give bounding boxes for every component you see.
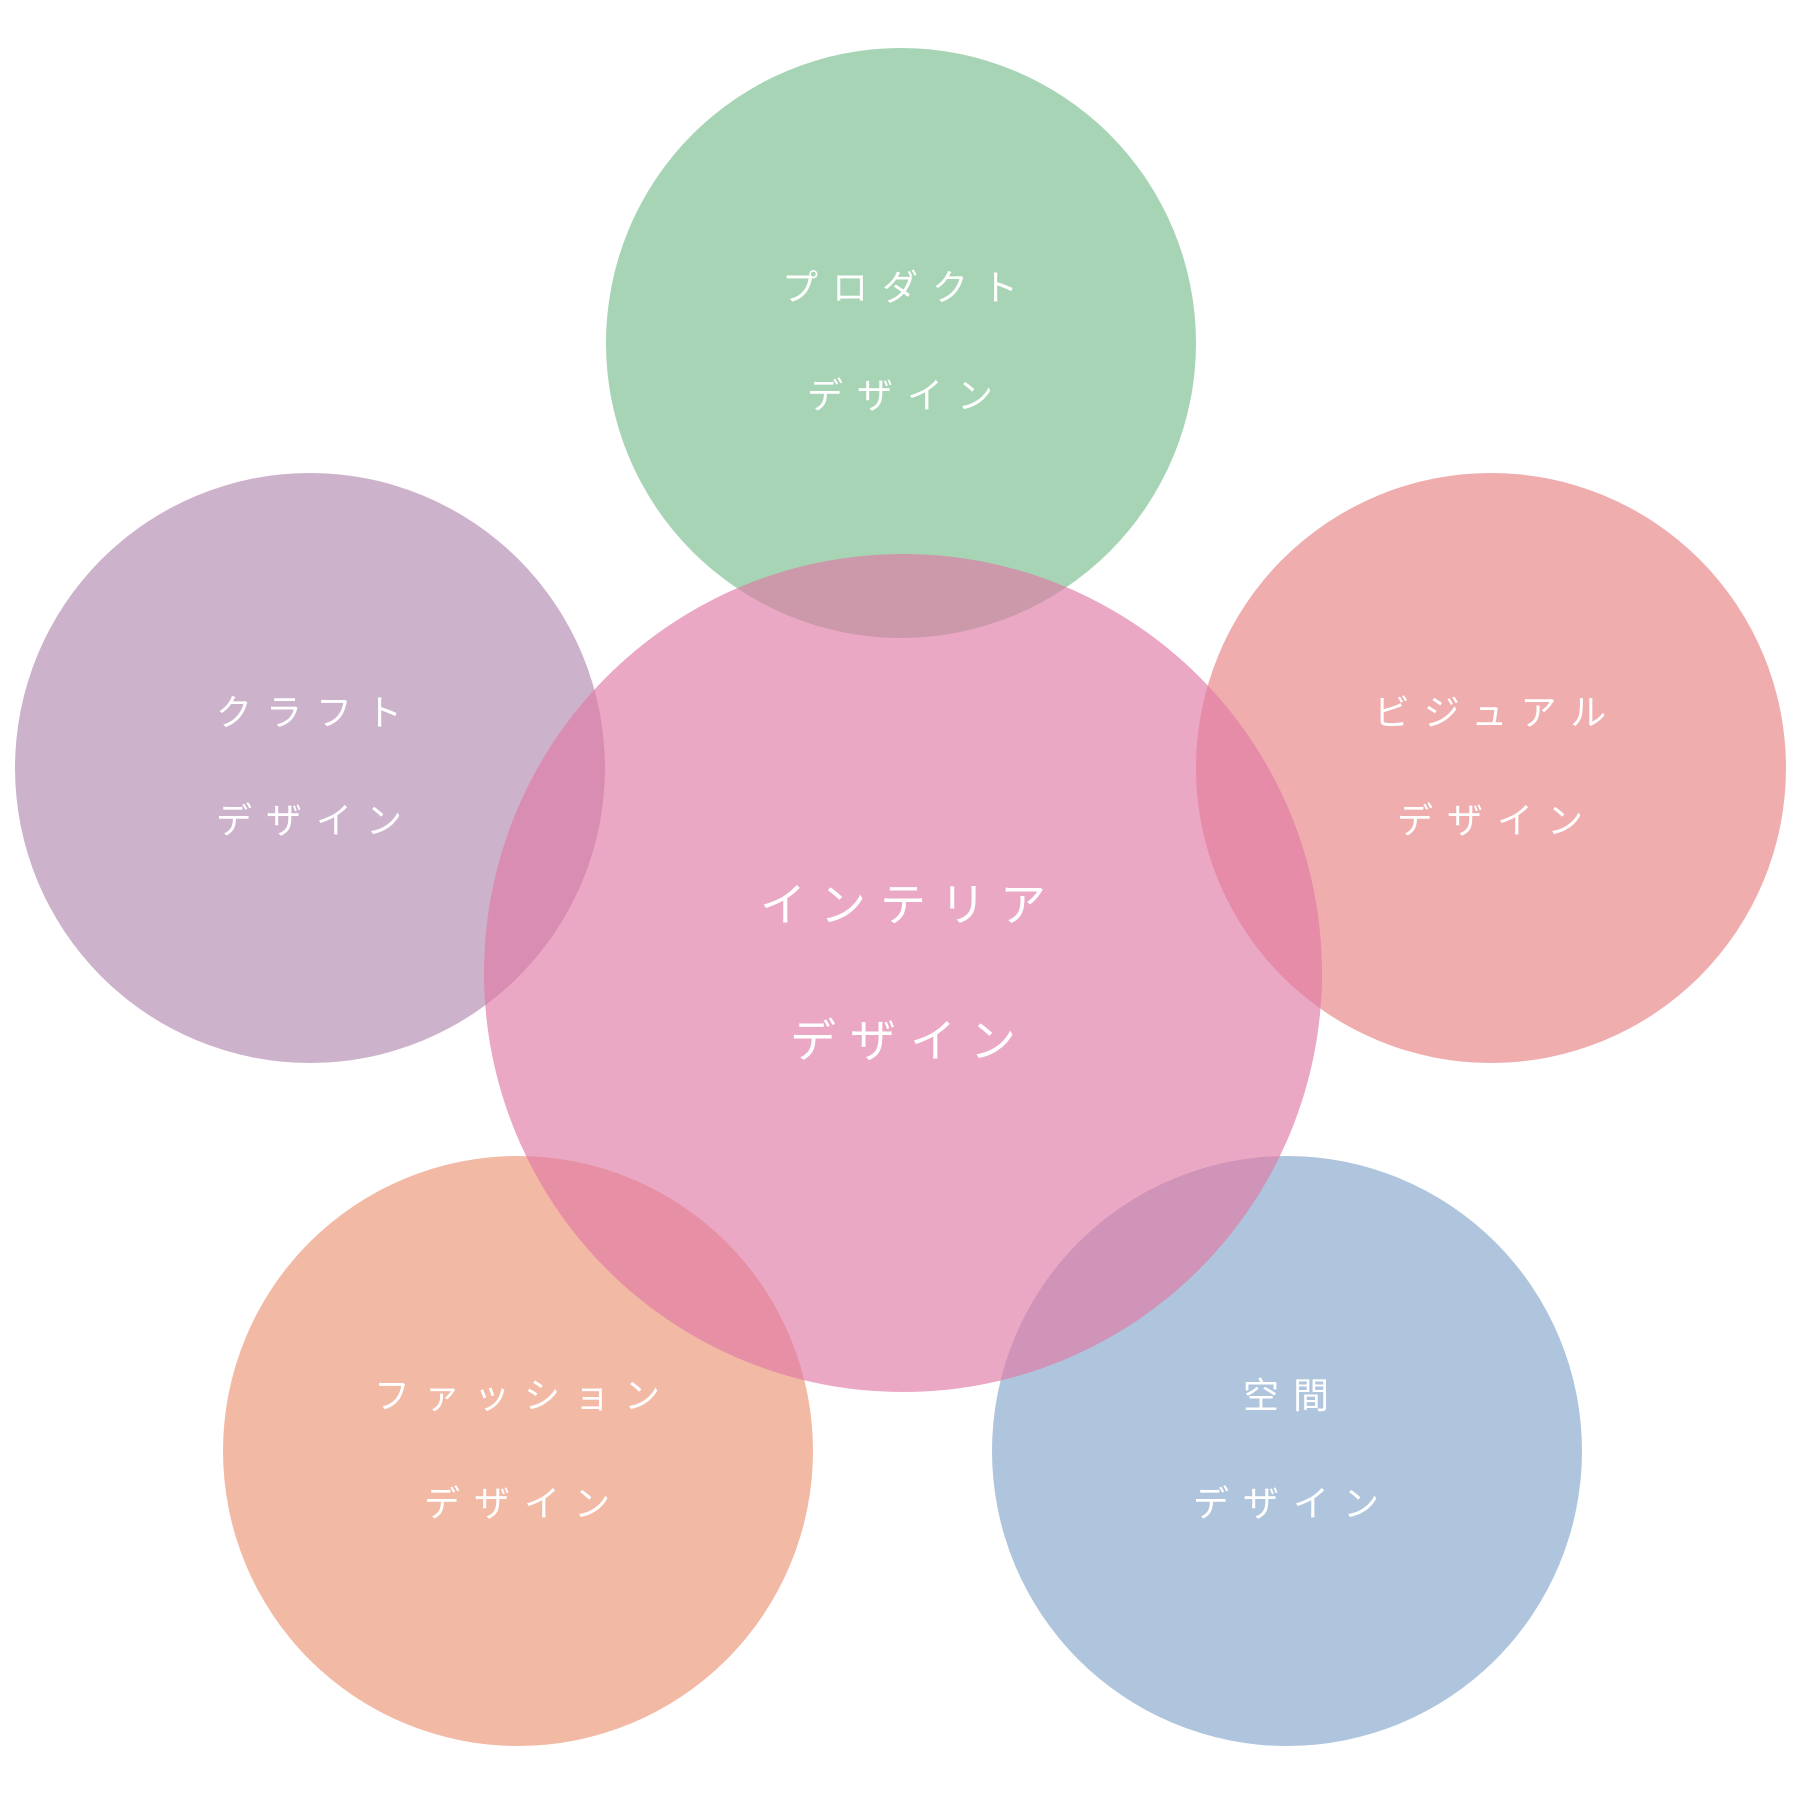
label-product-line1: プロダクト <box>781 268 1033 309</box>
circle-craft <box>15 473 605 1063</box>
label-craft-line2: デザイン <box>215 801 417 842</box>
label-product: プロダクト デザイン <box>782 271 1032 415</box>
label-interior-line2: デザイン <box>790 1014 1030 1068</box>
label-space: 空間 デザイン <box>1193 1379 1393 1523</box>
circle-interior <box>484 554 1322 1392</box>
label-visual-line2: デザイン <box>1396 801 1597 842</box>
label-product-line2: デザイン <box>806 376 1008 417</box>
label-space-line1: 空間 <box>1242 1376 1344 1417</box>
label-craft: クラフト デザイン <box>216 696 416 840</box>
label-fashion-line1: ファッション <box>373 1376 675 1417</box>
label-visual-line1: ビジュアル <box>1373 693 1621 734</box>
label-interior: インテリア デザイン <box>760 882 1060 1064</box>
label-craft-line1: クラフト <box>215 693 417 734</box>
label-visual: ビジュアル デザイン <box>1374 696 1620 840</box>
circle-product <box>606 48 1196 638</box>
label-space-line2: デザイン <box>1192 1484 1394 1525</box>
label-fashion-line2: デザイン <box>423 1484 625 1525</box>
label-interior-line1: インテリア <box>760 878 1060 932</box>
circle-visual <box>1196 473 1786 1063</box>
label-fashion: ファッション デザイン <box>374 1379 674 1523</box>
